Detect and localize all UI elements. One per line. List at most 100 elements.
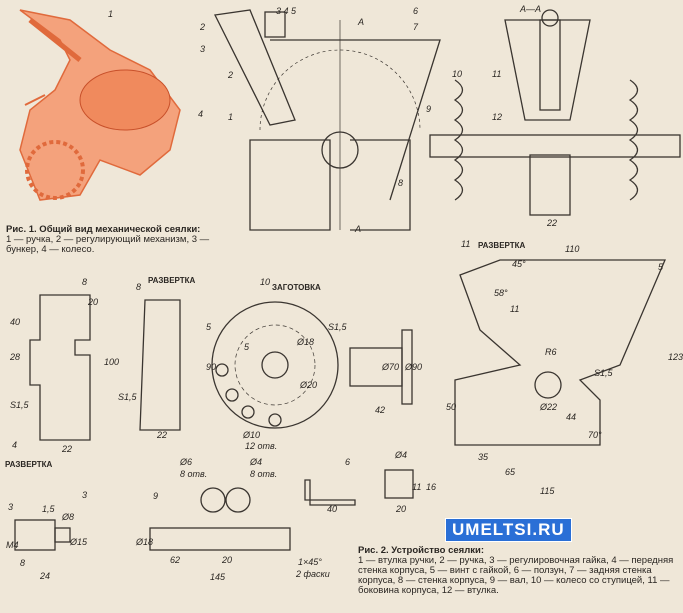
dimension-label: M4: [6, 540, 19, 550]
dimension-label: 45°: [512, 259, 526, 269]
dimension-label: РАЗВЕРТКА: [5, 460, 53, 469]
dimension-label: 123: [668, 352, 683, 362]
dimension-label: S1,5: [118, 392, 138, 402]
dimension-label: 110: [565, 244, 579, 254]
dimension-label: 8: [20, 558, 25, 568]
dimension-label: 50: [446, 402, 456, 412]
dimension-label: 11: [412, 482, 421, 492]
dimension-label: 44: [566, 412, 576, 422]
dimension-label: 145: [210, 572, 226, 582]
dimension-label: Ø6: [179, 457, 192, 467]
dimension-label: 100: [104, 357, 119, 367]
dimension-label: Ø22: [539, 402, 557, 412]
dimension-label: 5: [244, 342, 250, 352]
dimension-label: 70°: [588, 430, 602, 440]
dimension-label: 12: [492, 112, 502, 122]
dimension-label: А: [357, 17, 364, 27]
part-9-shaft: [149, 487, 291, 551]
dimension-label: 6: [345, 457, 350, 467]
dimension-label: 24: [39, 571, 50, 581]
dimension-label: А—А: [519, 4, 541, 14]
part-3-nut: [14, 519, 71, 551]
dimension-label: 1×45°: [298, 557, 322, 567]
dimension-label: 2: [199, 22, 205, 32]
dimension-label: 28: [9, 352, 20, 362]
part-11-side-panel: [454, 259, 666, 446]
dimension-label: S1,5: [328, 322, 348, 332]
dimension-label: 20: [395, 504, 406, 514]
dimension-label: 35: [478, 452, 489, 462]
dimension-label: 8: [136, 282, 141, 292]
dimension-label: 11: [510, 304, 519, 314]
part-8-outline: [139, 299, 181, 431]
part-7-plate: [384, 469, 414, 499]
dimension-label: Ø8: [61, 512, 74, 522]
fig2-caption-title: Рис. 2. Устройство сеялки:: [358, 545, 484, 556]
dimension-label: Ø20: [299, 380, 317, 390]
dimension-label: РАЗВЕРТКА: [148, 276, 196, 285]
dimension-label: 3: [8, 502, 13, 512]
fig1-caption-title: Рис. 1. Общий вид механической сеялки:: [6, 224, 201, 235]
dimension-label: 42: [375, 405, 385, 415]
dimension-label: 8: [82, 277, 87, 287]
dimension-label: 2 фаски: [295, 569, 330, 579]
dimension-label: S1,5: [594, 368, 614, 378]
dimension-label: Ø90: [404, 362, 422, 372]
dimension-label: 65: [505, 467, 516, 477]
dimension-label: 3: [82, 490, 87, 500]
dimension-label: 8 отв.: [250, 469, 277, 479]
dimension-label: 8 отв.: [180, 469, 207, 479]
dimension-label: 40: [327, 504, 337, 514]
dimension-label: 40: [10, 317, 20, 327]
dimension-label: Ø4: [394, 450, 407, 460]
dimension-label: 90: [206, 362, 216, 372]
dimension-label: 7: [413, 22, 419, 32]
dimension-label: 11: [492, 69, 501, 79]
dimension-label: 20: [87, 297, 98, 307]
part-6-angle: [304, 479, 356, 506]
dimension-label: 22: [546, 218, 557, 228]
dimension-label: 16: [426, 482, 436, 492]
section-a-a: [429, 9, 681, 216]
dimension-label: Ø18: [135, 537, 153, 547]
dimension-label: 10: [260, 277, 270, 287]
dimension-label: 62: [170, 555, 180, 565]
dimension-label: 20: [221, 555, 232, 565]
dimension-label: 4: [198, 109, 203, 119]
dimension-label: 1: [108, 9, 113, 19]
dimension-label: 1: [228, 112, 233, 122]
dimension-label: 3: [200, 44, 205, 54]
fig1-caption-body: 1 — ручка, 2 — регулирующий механизм, 3 …: [6, 234, 210, 255]
dimension-label: 1,5: [42, 504, 56, 514]
dimension-label: Ø4: [249, 457, 262, 467]
dimension-label: Ø10: [242, 430, 260, 440]
dimension-label: R6: [545, 347, 557, 357]
dimension-label: 8: [398, 178, 403, 188]
dimension-label: 12 отв.: [245, 441, 277, 451]
dimension-label: 22: [61, 444, 72, 454]
dimension-label: 2: [227, 70, 233, 80]
dimension-label: 11: [461, 239, 470, 249]
dimension-label: 10: [452, 69, 462, 79]
fig1-seeder-illustration: [19, 9, 181, 201]
dimension-label: Ø18: [296, 337, 314, 347]
part-4-outline: [29, 294, 91, 441]
dimension-label: 9: [153, 491, 158, 501]
dimension-label: 6: [413, 6, 418, 16]
watermark-logo: UMELTSI.RU: [445, 518, 572, 542]
dimension-label: 22: [156, 430, 167, 440]
dimension-label: РАЗВЕРТКА: [478, 241, 526, 250]
dimension-label: 5: [206, 322, 212, 332]
dimension-label: Ø70: [381, 362, 399, 372]
fig1-caption: Рис. 1. Общий вид механической сеялки: 1…: [6, 225, 221, 255]
dimension-label: 3 4 5: [276, 6, 297, 16]
dimension-label: А: [354, 224, 361, 234]
fig2-caption-body: 1 — втулка ручки, 2 — ручка, 3 — регулир…: [358, 555, 674, 596]
dimension-label: 5: [658, 262, 664, 272]
part-10-wheel: [211, 301, 413, 429]
dimension-label: 115: [540, 486, 555, 496]
fig2-side-view: [214, 9, 441, 231]
